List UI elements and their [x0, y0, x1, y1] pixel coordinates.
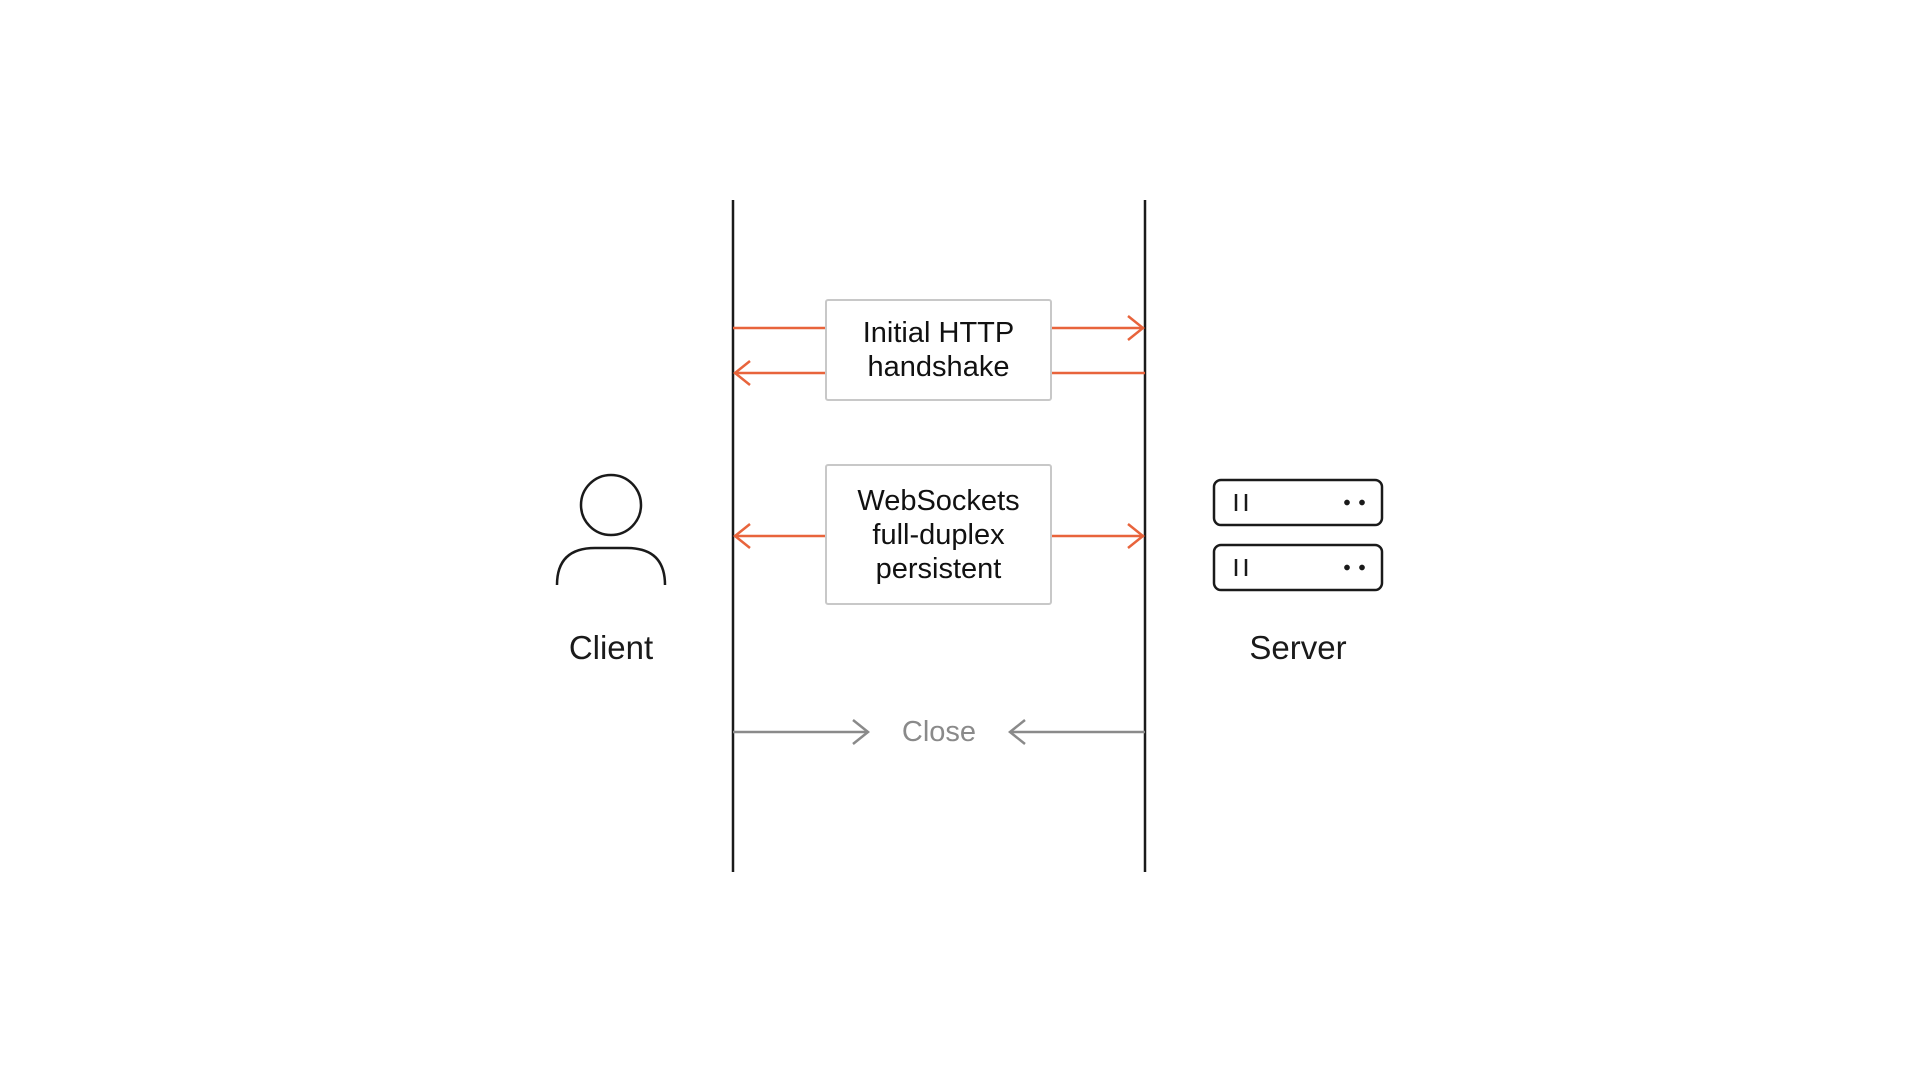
- close-label: Close: [901, 716, 977, 748]
- handshake-request-arrow: [733, 315, 1146, 341]
- handshake-response-arrow: [732, 360, 1145, 386]
- websocket-line-2: full-duplex: [872, 518, 1005, 551]
- handshake-line-2: handshake: [867, 351, 1010, 383]
- handshake-line-1: Initial HTTP: [862, 317, 1015, 349]
- server-label: Server: [1249, 629, 1347, 666]
- websocket-box: WebSockets full-duplex persistent: [825, 464, 1052, 605]
- handshake-box: Initial HTTP handshake: [825, 299, 1052, 401]
- websocket-line-3: persistent: [875, 552, 1002, 585]
- user-icon: [555, 473, 667, 586]
- websocket-line-1: WebSockets: [857, 484, 1020, 517]
- server-icon: [1212, 478, 1384, 592]
- close-client-arrow: [733, 719, 871, 745]
- websocket-bidirectional-arrow: [732, 523, 1146, 549]
- close-server-arrow: [1007, 719, 1145, 745]
- client-label: Client: [568, 629, 654, 666]
